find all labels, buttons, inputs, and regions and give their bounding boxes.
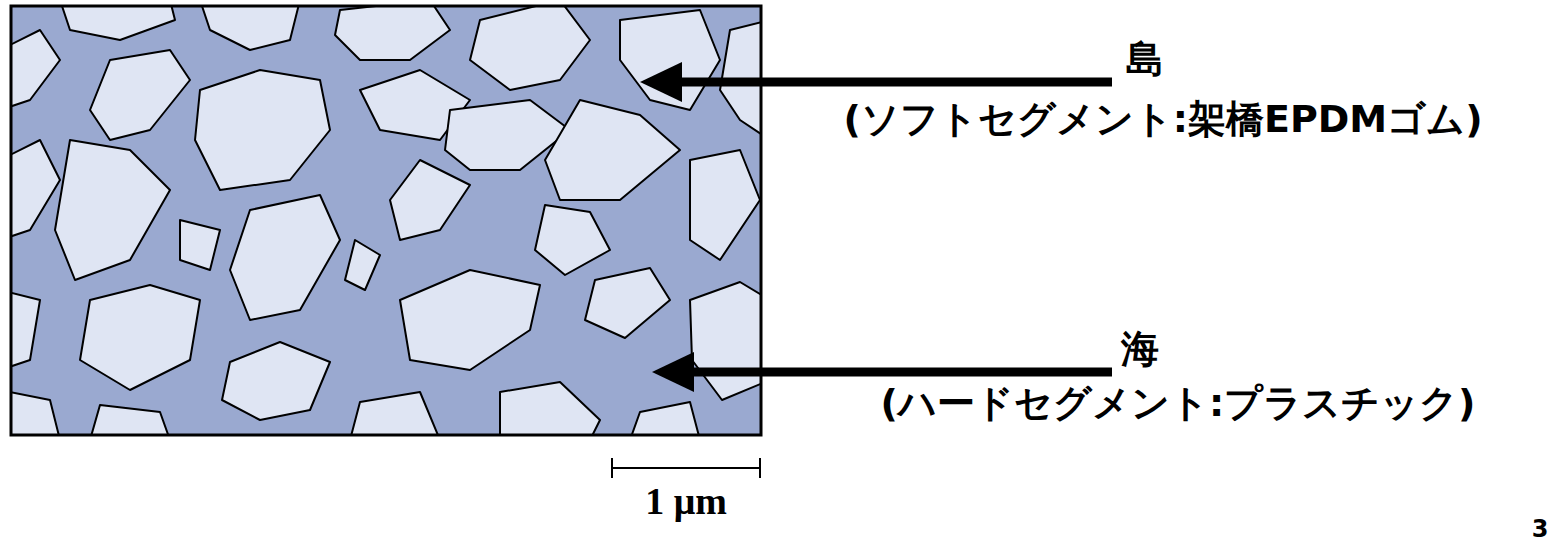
island-label: 島 — [1126, 38, 1164, 82]
image-frame — [11, 6, 761, 435]
rubber-islands — [11, 6, 761, 435]
sea-description: (ハードセグメント:プラスチック) — [881, 382, 1476, 426]
sea-matrix — [11, 6, 761, 435]
island-description: (ソフトセグメント:架橋EPDMゴム) — [843, 98, 1482, 142]
scale-label: 1 μm — [645, 480, 727, 524]
scale-bar — [612, 458, 760, 478]
sea-label: 海 — [1121, 328, 1159, 372]
page-number: 3 — [1532, 516, 1549, 544]
